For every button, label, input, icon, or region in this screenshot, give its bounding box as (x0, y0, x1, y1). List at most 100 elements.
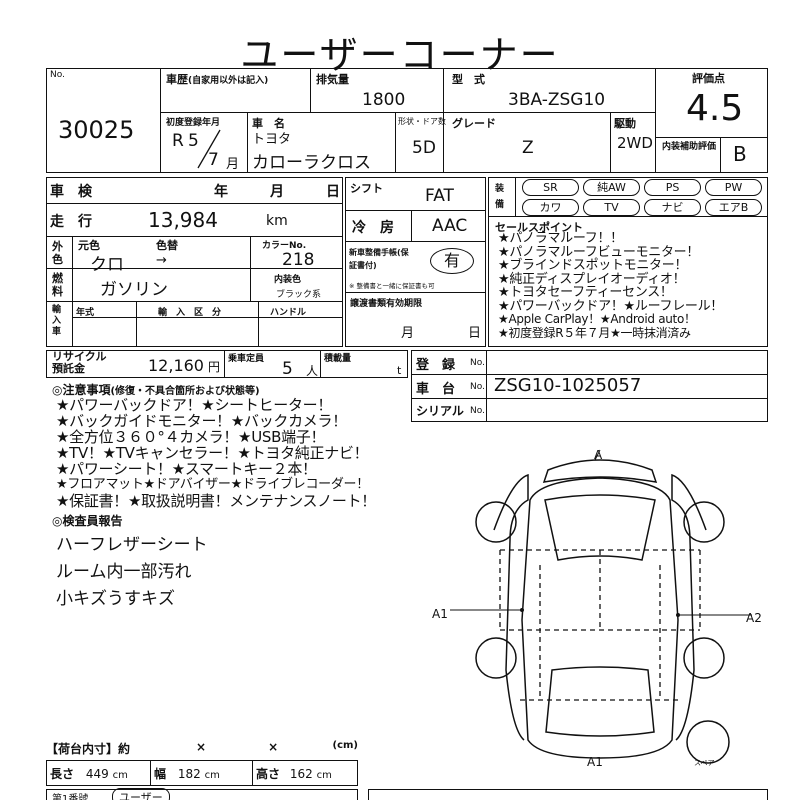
sales-line: ★トヨタセーフティーセンス！ (498, 285, 673, 300)
note-line: ★保証書！★取扱説明書！メンテナンスノート！ (56, 492, 376, 510)
grade-label: グレード (452, 117, 496, 130)
sales-block (488, 177, 768, 347)
sales-line: ★パノラマルーフ！！ (498, 231, 623, 246)
drive-label: 駆動 (614, 117, 636, 130)
diagram-label-top: A (594, 448, 603, 462)
aircon-label: 冷 房 (352, 220, 394, 236)
chassis-no: No. (470, 382, 485, 392)
shift-label: シフト (350, 182, 383, 195)
transfer-day: 日 (468, 326, 482, 341)
orig-color: クロ (90, 255, 124, 275)
car-name-label: 車 名 (252, 117, 285, 130)
report-label: ◎検査員報告 (52, 514, 123, 528)
dim-height: 162 (289, 767, 313, 781)
capacity-label: 乗車定員 (228, 354, 265, 364)
sales-points: ★パノラマルーフ！！ ★パノラマルーフビューモニター！ ★ブラインドスポットモニ… (498, 232, 723, 340)
inspection-month: 月 (270, 184, 284, 200)
note-line: ★バックガイドモニター！★バックカメラ！ (56, 412, 347, 430)
footer-user: ユーザー (112, 788, 170, 800)
registration-no: No. (470, 358, 485, 368)
import-year-label: 年式 (76, 308, 95, 318)
note-line: ★全方位３６０°４カメラ！★USB端子！ (56, 428, 326, 446)
lot-label: No. (50, 70, 65, 80)
aircon-value: AAC (432, 216, 468, 236)
cargo-label: 【荷台内寸】約 (46, 742, 131, 756)
drive-value: 2WD (617, 134, 653, 152)
fuel-value: ガソリン (100, 280, 168, 300)
cargo-unit: (cm) (332, 740, 359, 751)
dim-height-unit: cm (316, 770, 332, 781)
diagram-label-right: A2 (746, 611, 762, 625)
rating-value: 4.5 (686, 88, 744, 129)
sales-label: セールスポイント (495, 221, 583, 234)
load-unit: t (397, 364, 402, 377)
sales-line: ★ブラインドスポットモニター！ (498, 258, 688, 273)
first-reg-month-unit: 月 (226, 157, 240, 172)
color-code-label: カラーNo. (262, 241, 307, 251)
transfer-month: 月 (401, 326, 415, 341)
import-handle-label: ハンドル (270, 308, 307, 318)
fuel-label: 燃料 (52, 272, 63, 298)
equip-power-steering: PS (644, 179, 701, 196)
import-dealer-label: 輸 入 区 分 (158, 308, 222, 318)
note-line: ★パワーバックドア！★シートヒーター！ (56, 396, 333, 414)
footer-row (46, 789, 358, 800)
serial-no: No. (470, 406, 485, 416)
footer-right-box (368, 789, 768, 800)
equip-navi: ナビ (644, 199, 701, 216)
load-label: 積載量 (324, 354, 352, 364)
equip-airbag: エアB (705, 199, 762, 216)
orig-color-label: 元色 (78, 239, 100, 252)
equip-tv: TV (583, 199, 640, 216)
equip-power-window: PW (705, 179, 762, 196)
dim-width-unit: cm (204, 770, 220, 781)
note-line: ★フロアマット★ドアバイザー★ドライブレコーダー！ (56, 477, 369, 492)
manual-label: 新車整備手帳(保証書付) (349, 248, 409, 270)
note-line: ★TV！★TVキャンセラー！★トヨタ純正ナビ！ (56, 444, 369, 462)
first-reg-year: 5 (188, 131, 199, 151)
middle-block (345, 177, 486, 347)
page-title: ユーザーコーナー (240, 33, 560, 77)
first-reg-slash (197, 129, 221, 169)
recycle-unit: 円 (208, 360, 221, 374)
sales-line: ★Apple CarPlay！★Android auto！ (498, 312, 696, 326)
doors-value: 5D (412, 138, 436, 158)
dim-length-label: 長さ (50, 767, 75, 781)
interior-rating-value: B (733, 142, 747, 166)
capacity-value: 5 (282, 359, 293, 379)
interior-color-label: 内装色 (274, 275, 302, 285)
registration-box (411, 350, 768, 422)
ext-color-label: 外色 (52, 240, 63, 266)
report-lines: ハーフレザーシート ルーム内一部汚れ 小キズうすキズ (56, 532, 208, 613)
model-label: 型 式 (452, 73, 485, 86)
first-reg-label: 初度登録年月 (166, 118, 221, 128)
capacity-unit: 人 (306, 364, 319, 378)
inspection-day: 日 (326, 184, 340, 200)
doors-label: 形状・ドア数 (398, 117, 446, 126)
interior-color: ブラック系 (276, 290, 322, 300)
equip-leather: カワ (522, 199, 579, 216)
report-line: ハーフレザーシート (56, 535, 208, 555)
mileage-value: 13,984 (148, 208, 218, 232)
inspection-label: 車 検 (50, 184, 92, 200)
history-label: 車歴 (166, 73, 188, 86)
dim-width: 182 (177, 767, 201, 781)
dims-row (46, 760, 358, 786)
shift-value: FAT (425, 186, 454, 206)
color-change-label: 色替 (156, 239, 178, 252)
equip-alloy-wheel: 純AW (583, 179, 640, 196)
equip-sr: SR (522, 179, 579, 196)
car-maker: トヨタ (252, 132, 292, 147)
equipment-grid: SR 純AW PS PW カワ TV ナビ エアB (522, 179, 766, 216)
diagram-label-left: A1 (432, 607, 448, 621)
dim-length-unit: cm (112, 770, 128, 781)
mileage-unit: km (266, 213, 288, 229)
recycle-label: リサイクル預託金 (52, 350, 107, 375)
transfer-label: 譲渡書類有効期限 (350, 299, 423, 309)
inspection-year: 年 (214, 184, 228, 200)
rating-box (655, 68, 768, 173)
interior-rating-label: 内装補助評価 (662, 142, 717, 152)
cargo-x2: × (268, 740, 279, 754)
notes-lines: ★パワーバックドア！★シートヒーター！ ★バックガイドモニター！★バックカメラ！… (56, 397, 376, 509)
sales-line: ★パノラマルーフビューモニター！ (498, 244, 700, 260)
